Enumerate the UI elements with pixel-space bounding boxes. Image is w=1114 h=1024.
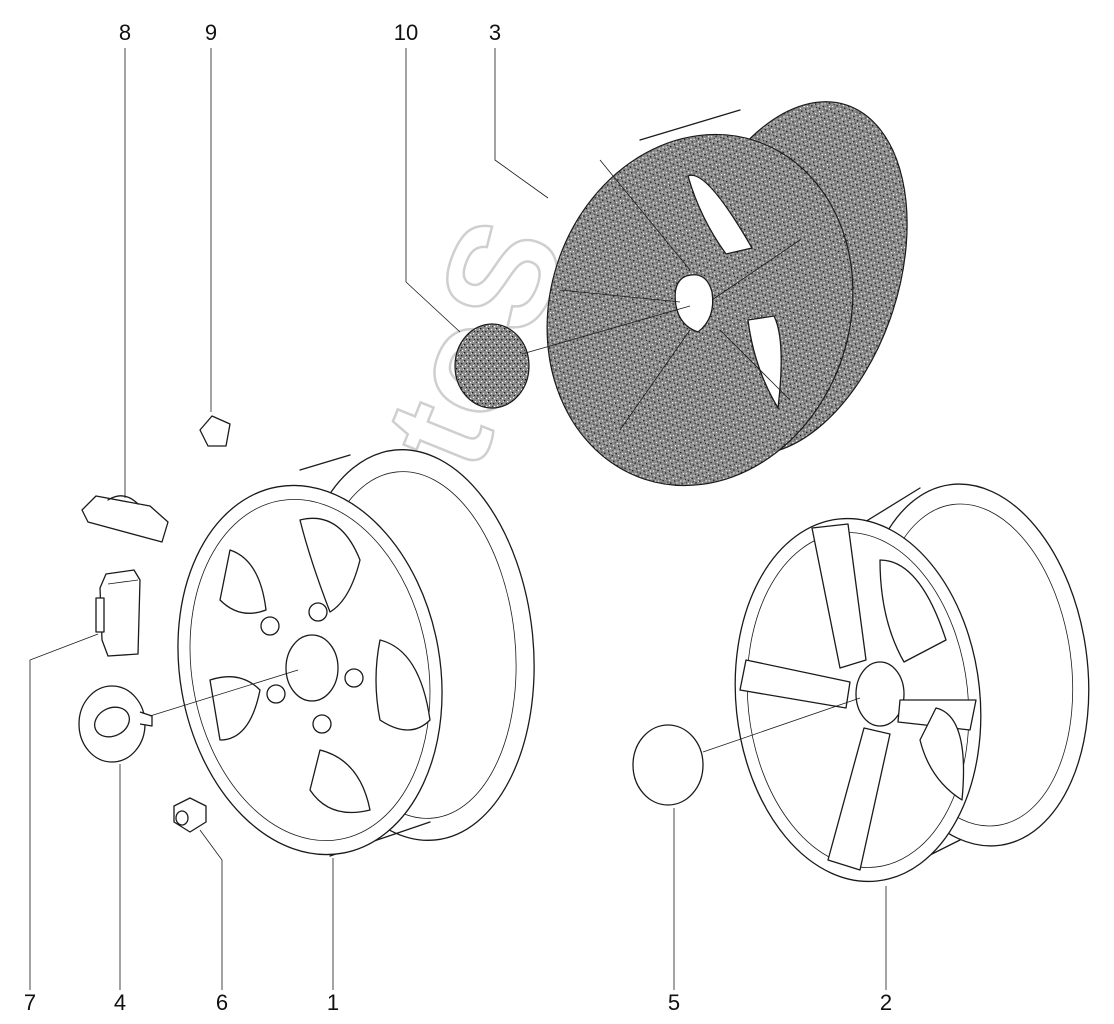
hub-cap-5 [632,724,704,806]
wheel-nut-6 [173,797,207,833]
callout-1: 1 [327,990,339,1015]
leader-lines [29,48,887,990]
callout-3: 3 [489,20,501,45]
callout-8: 8 [119,20,131,45]
clip-weight-8 [81,495,169,543]
callout-10: 10 [394,20,418,45]
balance-weight-7 [95,569,141,657]
callout-5: 5 [668,990,680,1015]
spare-wheel-3 [546,101,908,487]
callout-9: 9 [205,20,217,45]
logo-cap-4 [78,685,153,763]
center-cap-10 [454,323,530,409]
small-weight-9 [199,415,231,447]
callout-4: 4 [114,990,126,1015]
callout-2: 2 [880,990,892,1015]
steel-wheel-2 [734,483,1090,883]
callout-6: 6 [216,990,228,1015]
callout-7: 7 [24,990,36,1015]
alloy-wheel-1 [177,449,535,857]
